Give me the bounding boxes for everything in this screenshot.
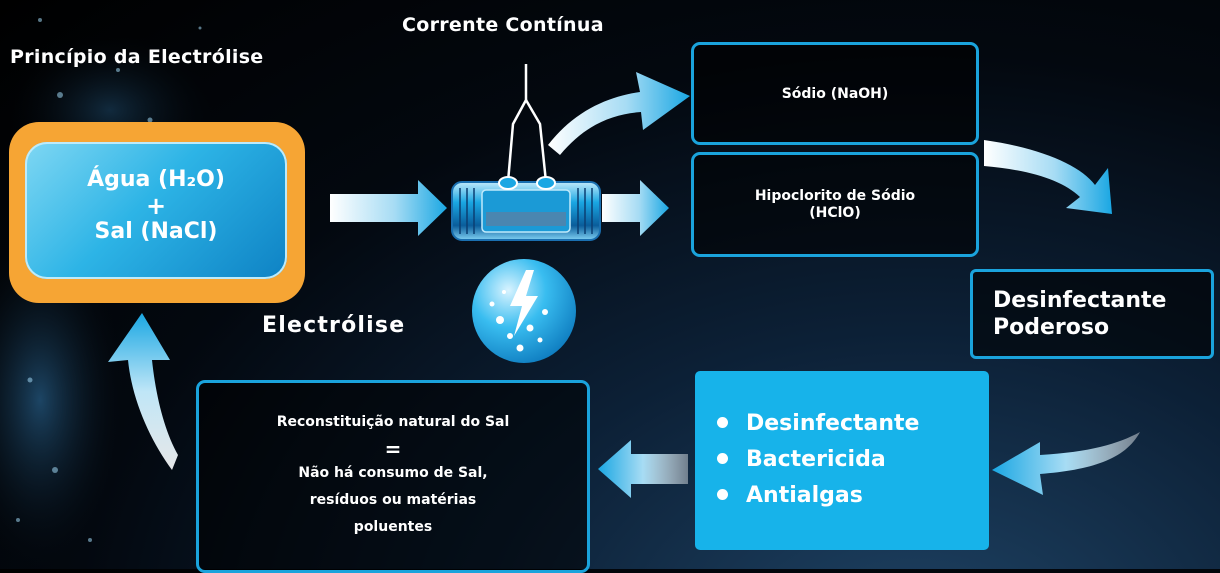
hypochlorite-formula: (HClO) bbox=[809, 204, 861, 221]
reconstitution-equals: = bbox=[384, 437, 402, 461]
sodium-box: Sódio (NaOH) bbox=[691, 42, 979, 145]
property-item: Desinfectante bbox=[717, 406, 919, 442]
lightning-bubbles-icon bbox=[472, 259, 576, 363]
reconstitution-line2: Não há consumo de Sal, bbox=[298, 465, 488, 481]
reconstitution-line4: poluentes bbox=[353, 519, 433, 535]
reconstitution-box: Reconstituição natural do Sal = Não há c… bbox=[196, 380, 590, 573]
reconstitution-line3: resíduos ou matérias bbox=[309, 492, 477, 508]
disinfectant-line2: Poderoso bbox=[993, 315, 1110, 340]
electrolysis-cell-icon bbox=[451, 64, 601, 241]
bullet-icon bbox=[717, 488, 728, 500]
properties-box: Desinfectante Bactericida Antialgas bbox=[695, 371, 989, 550]
sodium-label: Sódio (NaOH) bbox=[781, 85, 889, 102]
bullet-icon bbox=[717, 416, 728, 428]
current-label: Corrente Contínua bbox=[402, 14, 604, 36]
disinfectant-line1: Desinfectante bbox=[993, 288, 1167, 313]
electrolysis-label: Electrólise bbox=[262, 313, 406, 338]
flow-arrow-icon bbox=[108, 313, 178, 470]
input-water: Água (H₂O) bbox=[87, 167, 225, 192]
flow-arrow-icon bbox=[984, 140, 1112, 214]
flow-arrow-icon bbox=[548, 72, 690, 155]
flow-arrow-icon bbox=[602, 180, 669, 236]
property-item: Antialgas bbox=[717, 478, 919, 514]
reconstitution-title: Reconstituição natural do Sal bbox=[276, 414, 510, 430]
input-box: Água (H₂O) + Sal (NaCl) bbox=[9, 122, 305, 303]
flow-arrow-icon bbox=[598, 440, 688, 498]
hypochlorite-label: Hipoclorito de Sódio bbox=[754, 187, 916, 204]
property-item: Bactericida bbox=[717, 442, 919, 478]
bullet-icon bbox=[717, 452, 728, 464]
flow-arrow-icon bbox=[330, 180, 447, 236]
hypochlorite-box: Hipoclorito de Sódio (HClO) bbox=[691, 152, 979, 257]
disinfectant-box: Desinfectante Poderoso bbox=[970, 269, 1214, 359]
input-salt: Sal (NaCl) bbox=[94, 219, 218, 244]
page-title: Princípio da Electrólise bbox=[10, 46, 264, 68]
flow-arrow-icon bbox=[992, 432, 1140, 495]
input-plus: + bbox=[145, 192, 167, 220]
input-box-inner: Água (H₂O) + Sal (NaCl) bbox=[25, 142, 287, 279]
